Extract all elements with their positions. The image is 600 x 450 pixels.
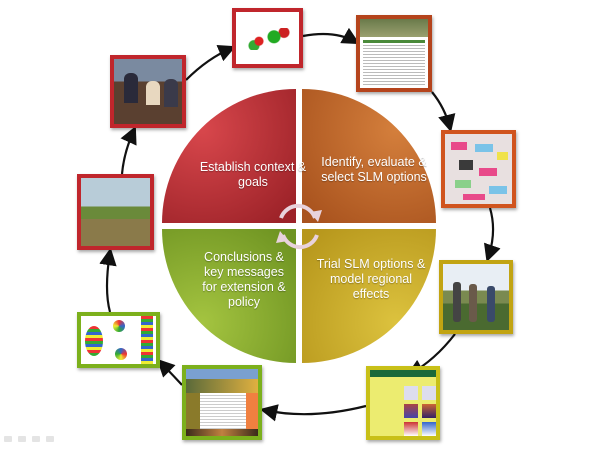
meeting-thumbnail bbox=[110, 55, 186, 128]
quadrant-trial bbox=[302, 229, 436, 363]
center-cycle-icon bbox=[276, 203, 322, 250]
model-maps-thumbnail bbox=[77, 312, 160, 368]
crop-field-thumbnail bbox=[77, 174, 154, 250]
slide-navigation bbox=[4, 436, 54, 442]
cycle-arrows bbox=[99, 27, 501, 422]
quadrant-establish bbox=[162, 89, 296, 223]
sticky-notes-thumbnail bbox=[441, 130, 516, 208]
quadrant-label-trial: Trial SLM options & model regional effec… bbox=[316, 257, 426, 301]
quadrant-conclusions bbox=[162, 229, 296, 363]
previous-slide-icon[interactable] bbox=[4, 436, 12, 442]
map-thumbnail bbox=[232, 8, 303, 68]
field-visit-thumbnail bbox=[439, 260, 513, 334]
quadrant-identify bbox=[302, 89, 436, 223]
document-thumbnail bbox=[356, 15, 432, 92]
quadrant-label-identify: Identify, evaluate & select SLM options bbox=[321, 155, 427, 184]
quadrant-label-conclusions: Conclusions & key messages for extension… bbox=[202, 250, 286, 309]
policy-scenarios-thumbnail bbox=[366, 366, 440, 440]
next-slide-icon[interactable] bbox=[46, 436, 54, 442]
quadrant-label-establish: Establish context & goals bbox=[199, 160, 307, 189]
newsletter-thumbnail bbox=[182, 365, 262, 440]
menu-icon[interactable] bbox=[32, 436, 40, 442]
pen-icon[interactable] bbox=[18, 436, 26, 442]
